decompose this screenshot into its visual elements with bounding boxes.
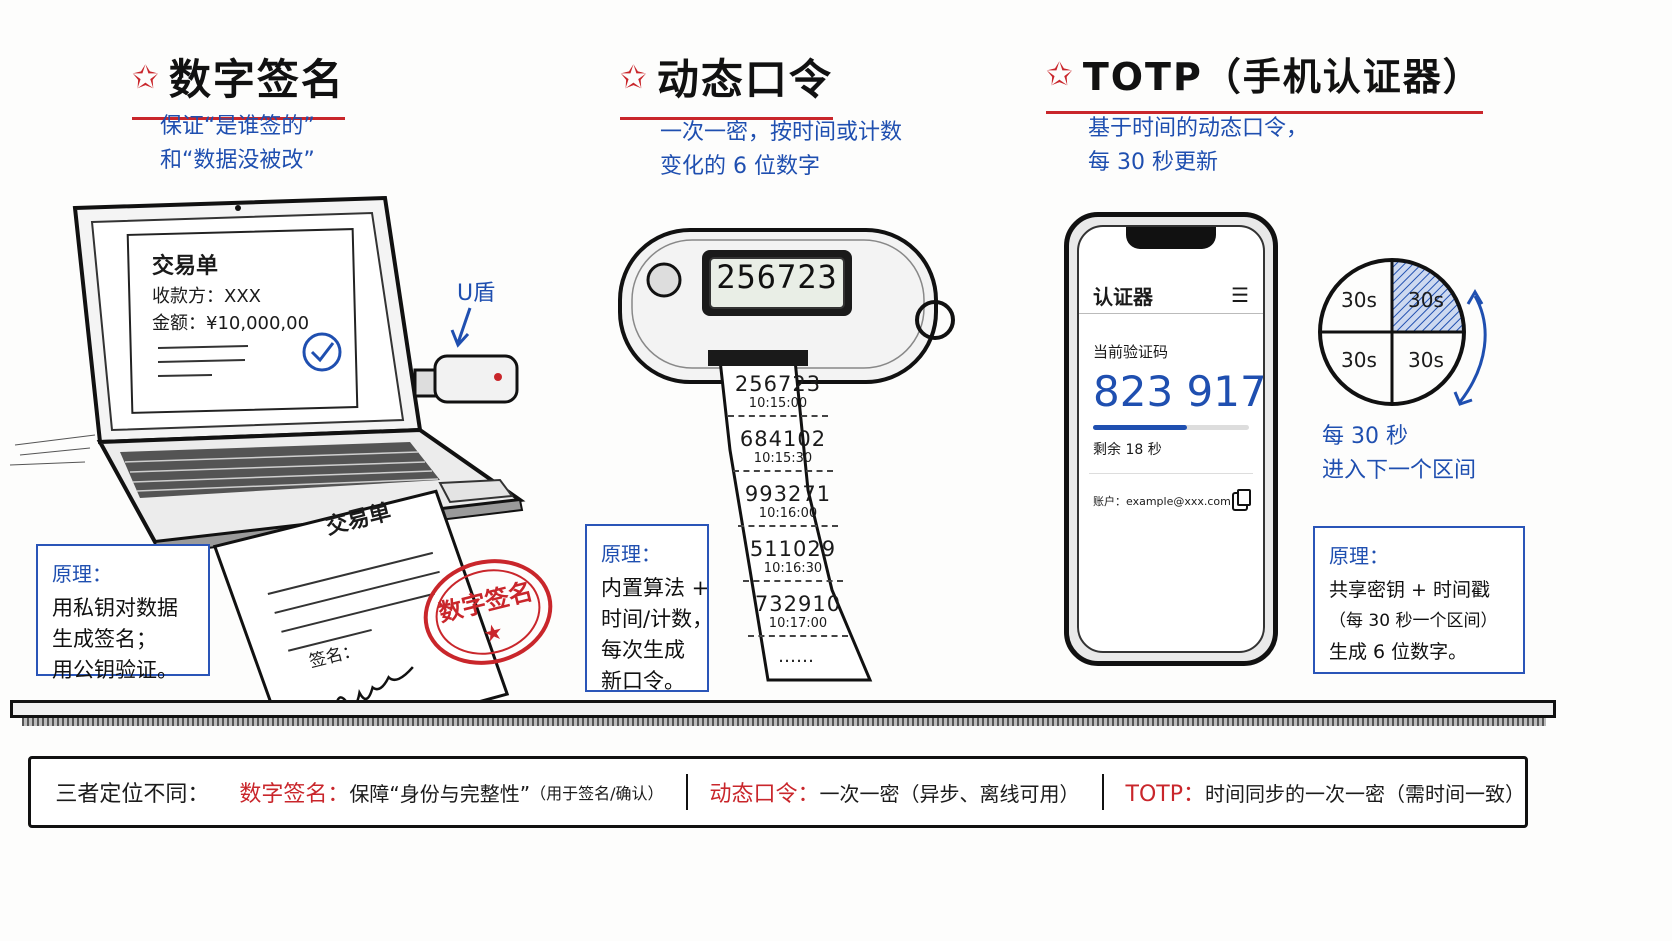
countdown-fill [1093, 425, 1187, 430]
otp-note: 原理： 内置算法 + 时间/计数， 每次生成 新口令。 [585, 524, 714, 693]
screen-doc-title: 交易单 [152, 254, 219, 279]
countdown-bar [1093, 425, 1249, 430]
star-icon: ✩ [132, 57, 159, 96]
copy-icon[interactable] [1237, 489, 1251, 506]
shelf-shadow [22, 718, 1546, 726]
app-title: 认证器 [1093, 285, 1153, 309]
signature-subtitle: 保证“是谁签的” 和“数据没被改” [160, 110, 315, 178]
note-line: 生成 6 位数字。 [1329, 641, 1468, 663]
summary-desc: 保障“身份与完整性” [349, 781, 531, 806]
tape-code: 511029 [749, 537, 837, 561]
signature-sub-line1: 保证“是谁签的” [160, 114, 315, 139]
note-line: 时间/计数， [601, 607, 714, 631]
laptop-illustration [9, 195, 526, 720]
screen-amount: 金额：¥10,000,00 [152, 313, 310, 334]
divider [685, 774, 688, 810]
otp-title: 动态口令 [656, 55, 833, 104]
tape-time: 10:15:30 [753, 451, 813, 466]
totp-title: TOTP（手机认证器） [1082, 55, 1483, 99]
keyring-loop [915, 300, 955, 340]
otp-heading: ✩ 动态口令 [620, 46, 833, 120]
phone-notch [1126, 227, 1216, 249]
tape-code: 256723 [734, 372, 822, 396]
note-line: 每次生成 [601, 638, 685, 662]
note-line: 内置算法 + [601, 576, 710, 600]
summary-name: 动态口令： [709, 782, 820, 807]
signature-title: 数字签名 [168, 55, 345, 104]
cycle-arrow-icon [1453, 289, 1487, 406]
summary-desc: 一次一密（异步、离线可用） [819, 781, 1080, 806]
account-text: 账户：example@xxx.com [1093, 495, 1231, 508]
phone: 认证器 ☰ 当前验证码 823 917 剩余 18 秒 账户：example@x… [1064, 212, 1278, 666]
otp-sub-line2: 变化的 6 位数字 [660, 154, 820, 179]
tape-code: 684102 [739, 427, 827, 451]
note-title: 原理： [52, 562, 112, 586]
note-line: 新口令。 [601, 669, 685, 693]
summary-lead: 三者定位不同： [55, 782, 210, 807]
summary-name: 数字签名： [239, 782, 350, 807]
clock-caption: 每 30 秒 进入下一个区间 [1322, 420, 1476, 488]
webcam [235, 205, 241, 211]
totp-subtitle: 基于时间的动态口令， 每 30 秒更新 [1088, 112, 1308, 180]
tape-more: …… [778, 646, 814, 667]
countdown-text: 剩余 18 秒 [1093, 442, 1162, 458]
note-line: 共享密钥 + 时间戳 [1329, 579, 1490, 601]
signature-sub-line2: 和“数据没被改” [160, 148, 315, 173]
screen-payee: 收款方：XXX [152, 286, 261, 307]
otp-sub-line1: 一次一密，按时间或计数 [660, 120, 903, 145]
time-window-clock [1318, 258, 1487, 406]
totp-heading: ✩ TOTP（手机认证器） [1046, 46, 1483, 114]
summary-name: TOTP： [1125, 782, 1205, 807]
note-title: 原理： [1329, 544, 1389, 568]
totp-code: 823 917 [1093, 367, 1265, 416]
summary-bar: 三者定位不同： 数字签名： 保障“身份与完整性” （用于签名/确认） 动态口令：… [28, 756, 1528, 828]
clock-label: 30s [1341, 288, 1377, 312]
summary-items: 数字签名： 保障“身份与完整性” （用于签名/确认） 动态口令： 一次一密（异步… [239, 774, 1525, 810]
note-title: 原理： [601, 542, 661, 566]
star-icon: ✩ [620, 57, 647, 96]
usb-label: U盾 [457, 281, 496, 306]
divider [1101, 774, 1104, 810]
token-display-code: 256723 [716, 258, 838, 296]
totp-note: 原理： 共享密钥 + 时间戳 （每 30 秒一个区间） 生成 6 位数字。 [1313, 526, 1525, 674]
tape-time: 10:17:00 [768, 616, 828, 631]
menu-icon[interactable]: ☰ [1231, 283, 1249, 307]
token-illustration [618, 228, 955, 682]
token-button [646, 262, 682, 298]
shelf [10, 700, 1556, 718]
tape-time: 10:16:30 [763, 561, 823, 576]
clock-label: 30s [1408, 348, 1444, 372]
star-icon: ✩ [1046, 54, 1073, 93]
lightbulb-icon [51, 787, 52, 789]
clock-caption-line1: 每 30 秒 [1322, 424, 1408, 449]
totp-sub-line1: 基于时间的动态口令， [1088, 116, 1309, 141]
summary-extra: （用于签名/确认） [530, 784, 664, 803]
tape-code: 732910 [754, 592, 842, 616]
check-circle-icon [302, 332, 342, 372]
clock-caption-line2: 进入下一个区间 [1322, 458, 1477, 483]
phone-screen: 认证器 ☰ 当前验证码 823 917 剩余 18 秒 账户：example@x… [1077, 225, 1265, 653]
signature-heading: ✩ 数字签名 [132, 46, 345, 120]
note-line: 用公钥验证。 [52, 658, 178, 682]
tape-code: 993271 [744, 482, 832, 506]
totp-sub-line2: 每 30 秒更新 [1088, 150, 1218, 175]
note-line: （每 30 秒一个区间） [1329, 611, 1498, 631]
code-label: 当前验证码 [1093, 343, 1169, 361]
clock-label: 30s [1408, 288, 1444, 312]
clock-label: 30s [1341, 348, 1377, 372]
tape-time: 10:15:00 [748, 396, 808, 411]
tape-time: 10:16:00 [758, 506, 818, 521]
note-line: 用私钥对数据 [52, 596, 178, 620]
signature-note: 原理： 用私钥对数据 生成签名； 用公钥验证。 [36, 544, 210, 682]
usb-key [413, 354, 519, 404]
note-line: 生成签名； [52, 627, 157, 651]
summary-desc: 时间同步的一次一密（需时间一致） [1205, 781, 1525, 806]
arrow-down-icon [450, 307, 472, 348]
otp-subtitle: 一次一密，按时间或计数 变化的 6 位数字 [660, 116, 902, 184]
